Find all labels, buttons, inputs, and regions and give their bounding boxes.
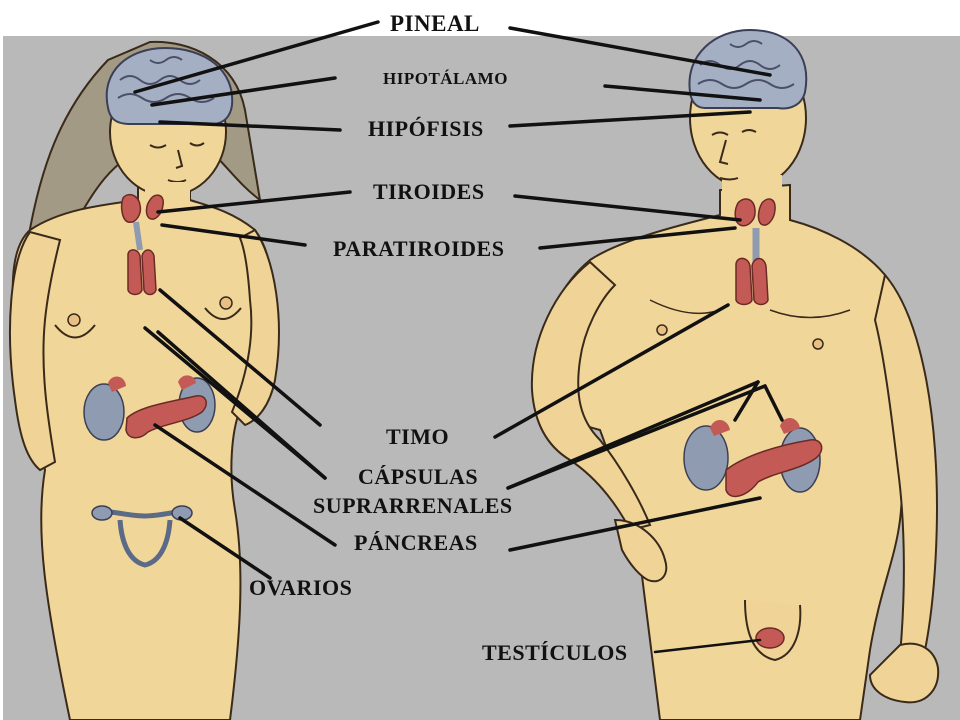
male-face bbox=[711, 129, 757, 181]
male-thymus bbox=[735, 257, 769, 306]
leader-hipotalamo-male bbox=[603, 84, 762, 102]
label-pancreas: PÁNCREAS bbox=[354, 530, 478, 555]
female-adrenal-right bbox=[178, 375, 196, 390]
male-kidney-left bbox=[683, 425, 729, 491]
left-white-edge bbox=[0, 36, 3, 720]
female-ovary-left bbox=[91, 505, 113, 521]
male-adrenal-right bbox=[780, 417, 800, 434]
leader-pineal-female bbox=[133, 20, 380, 94]
label-hipofisis: HIPÓFISIS bbox=[368, 116, 484, 141]
male-brain bbox=[688, 28, 808, 110]
female-face bbox=[149, 142, 205, 183]
label-hipotalamo: HIPOTÁLAMO bbox=[383, 69, 508, 88]
female-thymus bbox=[127, 249, 157, 296]
leader-tiroides-female bbox=[156, 190, 352, 214]
male-testicles bbox=[755, 627, 785, 649]
label-tiroides: TIROIDES bbox=[373, 179, 485, 204]
leader-hipofisis-male bbox=[508, 110, 752, 128]
male-left-hand bbox=[613, 518, 668, 583]
leader-tiroides-male bbox=[513, 194, 742, 222]
female-trachea bbox=[133, 221, 143, 251]
leader-lines bbox=[133, 20, 784, 654]
female-right-arm bbox=[230, 228, 280, 427]
leader-capsulas-male-branch-a bbox=[733, 380, 760, 422]
leader-pancreas-female bbox=[153, 423, 337, 547]
top-white-band bbox=[0, 0, 960, 36]
leader-capsulas-female-b bbox=[156, 330, 327, 480]
leader-testiculos bbox=[653, 638, 762, 654]
male-brain-folds bbox=[697, 40, 795, 89]
male-figure bbox=[530, 28, 940, 720]
leader-timo-male bbox=[493, 303, 730, 439]
label-paratiroides: PARATIROIDES bbox=[333, 236, 505, 261]
label-ovarios: OVARIOS bbox=[249, 575, 353, 600]
label-suprarrenales: SUPRARRENALES bbox=[313, 493, 513, 518]
leader-ovarios bbox=[178, 516, 272, 580]
leader-capsulas-male-b bbox=[506, 384, 767, 490]
label-testiculos: TESTÍCULOS bbox=[482, 640, 628, 665]
leader-hipotalamo-female bbox=[150, 76, 337, 107]
female-brain-folds bbox=[117, 56, 215, 103]
label-pineal: PINEAL bbox=[390, 11, 480, 36]
label-capsulas: CÁPSULAS bbox=[358, 464, 479, 489]
female-thyroid bbox=[120, 193, 164, 223]
label-timo: TIMO bbox=[386, 424, 450, 449]
female-left-arm bbox=[9, 230, 62, 472]
female-pancreas bbox=[125, 395, 207, 439]
female-kidney-left bbox=[83, 383, 125, 441]
female-adrenal-left bbox=[108, 376, 126, 392]
female-breasts bbox=[54, 307, 242, 339]
male-pancreas bbox=[725, 439, 823, 498]
leader-timo-female bbox=[158, 288, 322, 427]
leader-paratiroides-female bbox=[160, 223, 307, 247]
male-adrenal-left bbox=[710, 419, 730, 436]
leader-pineal-male bbox=[508, 26, 772, 77]
leader-capsulas-male-branch-b bbox=[763, 384, 784, 422]
leader-pancreas-male bbox=[508, 496, 762, 552]
female-figure bbox=[9, 40, 280, 720]
leader-paratiroides-male bbox=[538, 226, 737, 250]
female-brain bbox=[105, 46, 234, 126]
leader-hipofisis-female bbox=[158, 120, 342, 132]
male-thyroid bbox=[734, 198, 776, 227]
male-right-hand bbox=[868, 642, 940, 704]
